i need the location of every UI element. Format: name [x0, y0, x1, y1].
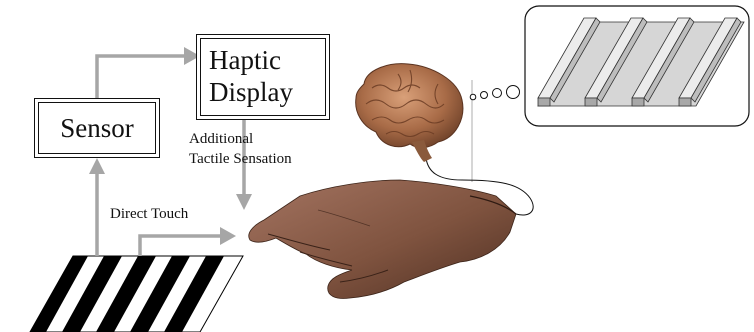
tactile-sensation-label: Tactile Sensation [189, 151, 292, 167]
sensor-to-display-arrow [95, 54, 186, 98]
direct-touch-label: Direct Touch [110, 206, 189, 222]
additional-label: Additional [189, 131, 254, 147]
thought-bubble-icon [469, 85, 520, 101]
signal-arrows [95, 54, 246, 256]
arrow-heads [89, 47, 252, 245]
haptic-display-label-line2: Display [209, 77, 293, 107]
haptic-display-box: Haptic Display [200, 38, 326, 116]
sensor-label: Sensor [60, 113, 134, 143]
direct-touch-arrow [138, 234, 222, 256]
hand-icon [248, 179, 517, 299]
nerve-line [425, 157, 534, 216]
sensor-box: Sensor [38, 102, 156, 154]
haptic-display-label-line1: Haptic [209, 45, 281, 75]
striped-surface-icon [29, 255, 244, 332]
brain-icon [355, 63, 464, 162]
ridged-surface-icon [537, 17, 745, 107]
